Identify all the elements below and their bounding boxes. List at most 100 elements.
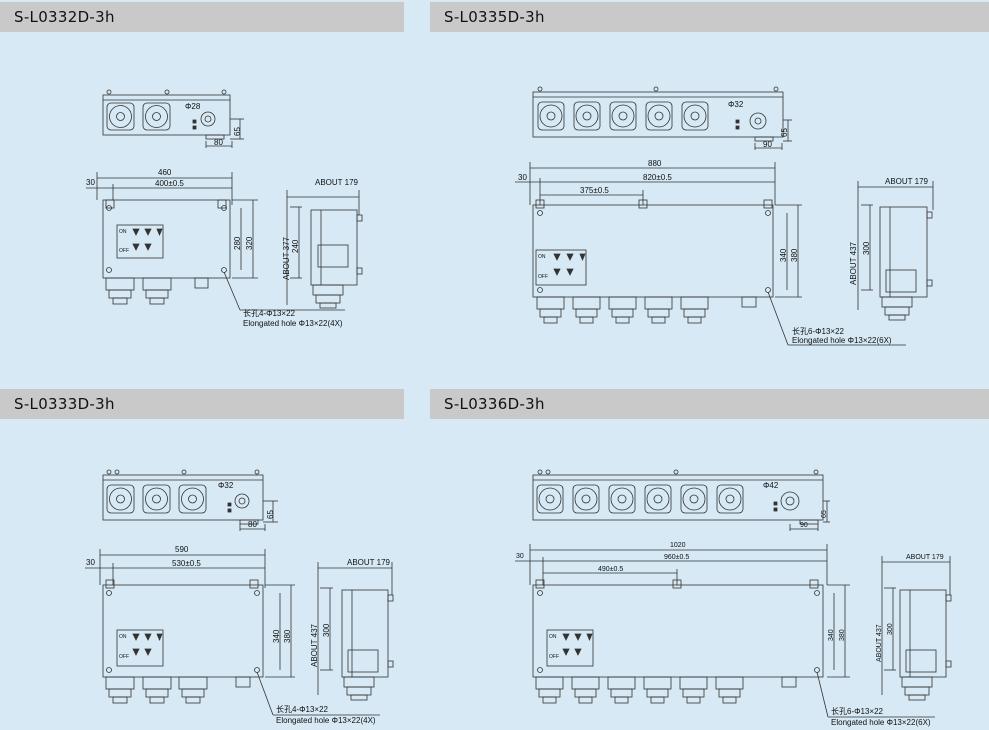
switch-off-label: OFF (549, 654, 559, 660)
hole-note-cn: 长孔6-Φ13×22 (792, 326, 845, 336)
hole-note-en: Elongated hole Φ13×22(6X) (831, 718, 931, 727)
dim-edge: 30 (518, 173, 527, 182)
dim-edge: 30 (86, 178, 95, 187)
dim-about-h: ABOUT 377 (282, 236, 291, 280)
socket-bottom-icon (178, 676, 208, 704)
socket-bottom-icon (571, 676, 600, 704)
socket-front-icon (142, 102, 171, 131)
switch-on-label: ON (119, 634, 127, 640)
dim-65: 65 (821, 510, 828, 518)
socket-front-icon (178, 484, 207, 514)
socket-bottom-icon (572, 296, 601, 324)
hole-note-cn: 长孔6-Φ13×22 (831, 706, 884, 716)
dim-side-h: 240 (291, 239, 300, 253)
socket-bottom-icon (536, 296, 565, 324)
dim-about-depth: ABOUT 179 (347, 558, 391, 567)
switch-on-label: ON (538, 254, 546, 260)
dim-mid-spacing: 490±0.5 (598, 566, 623, 573)
drawing-s-l0332d: Φ28 65 80 460 400±0.5 30 ON OFF 280 320 … (86, 89, 363, 328)
dim-about-depth: ABOUT 179 (885, 177, 929, 186)
dim-side-dia: Φ32 (218, 481, 234, 490)
dim-80: 80 (214, 138, 223, 147)
socket-bottom-icon (105, 676, 135, 704)
dim-outer-h: 320 (245, 236, 254, 250)
dim-hole-spacing: 820±0.5 (643, 173, 672, 182)
dim-about-h: ABOUT 437 (849, 241, 858, 285)
dim-overall: 460 (158, 168, 172, 177)
dim-edge: 30 (516, 553, 524, 560)
drawing-s-l0333d: Φ32 65 80 590 530±0.5 30 ON OFF 340 380 … (85, 469, 394, 725)
dim-65: 65 (233, 127, 242, 136)
drawing-s-l0335d: Φ32 65 90 880 820±0.5 375±0.5 30 ON OFF … (515, 86, 934, 346)
dim-90: 90 (800, 522, 808, 529)
panel-title-s-l0336d: S-L0336D-3h (430, 389, 989, 419)
switch-off-label: OFF (538, 274, 548, 280)
panel-title-s-l0332d: S-L0332D-3h (0, 2, 404, 32)
socket-bottom-icon (680, 296, 709, 324)
socket-bottom-icon (142, 277, 172, 305)
hole-note-en: Elongated hole Φ13×22(4X) (276, 716, 376, 725)
socket-front-icon (644, 484, 672, 514)
dim-side-h: 300 (322, 623, 331, 637)
dim-overall: 1020 (670, 542, 686, 549)
socket-bottom-icon (105, 277, 135, 305)
hole-note-cn: 长孔4-Φ13×22 (276, 704, 329, 714)
switch-off-label: OFF (119, 654, 129, 660)
dim-inner-h: 340 (828, 629, 835, 641)
socket-bottom-icon (142, 676, 172, 704)
dim-inner-h: 280 (233, 236, 242, 250)
drawing-s-l0336d: Φ42 65 90 1020 960±0.5 490±0.5 30 ON OFF… (515, 469, 952, 727)
socket-front-icon (106, 484, 135, 514)
dim-about-depth: ABOUT 179 (315, 178, 359, 187)
socket-bottom-icon (608, 296, 637, 324)
switch-off-label: OFF (119, 248, 129, 254)
dim-mid-spacing: 375±0.5 (580, 186, 609, 195)
dim-65: 65 (780, 128, 789, 137)
socket-front-icon (537, 101, 565, 131)
socket-front-icon (573, 101, 601, 131)
hole-note-en: Elongated hole Φ13×22(6X) (792, 336, 892, 345)
dim-side-dia: Φ32 (728, 100, 744, 109)
socket-bottom-icon (644, 296, 673, 324)
dim-about-depth: ABOUT 179 (906, 554, 944, 561)
dim-about-h: ABOUT 437 (310, 623, 319, 667)
socket-bottom-icon (607, 676, 636, 704)
dim-hole-spacing: 400±0.5 (155, 179, 184, 188)
socket-bottom-icon (679, 676, 708, 704)
switch-on-label: ON (549, 634, 557, 640)
dim-side-dia: Φ28 (185, 102, 201, 111)
dim-side-h: 300 (887, 623, 894, 635)
dim-65: 65 (266, 510, 275, 519)
socket-front-icon (645, 101, 673, 131)
socket-front-icon (142, 484, 171, 514)
dim-hole-spacing: 960±0.5 (664, 554, 689, 561)
socket-front-icon (716, 484, 744, 514)
dim-side-h: 300 (862, 241, 871, 255)
socket-front-icon (680, 484, 708, 514)
socket-front-icon (572, 484, 600, 514)
dim-inner-h: 340 (272, 629, 281, 643)
cable-gland-icon (749, 112, 767, 130)
dim-about-h: ABOUT 437 (876, 624, 883, 662)
dim-outer-h: 380 (283, 629, 292, 643)
panel-title-s-l0335d: S-L0335D-3h (430, 2, 989, 32)
dim-outer-h: 380 (790, 248, 799, 262)
panel-title-s-l0333d: S-L0333D-3h (0, 389, 404, 419)
cable-gland-icon (780, 491, 800, 511)
socket-bottom-icon (643, 676, 672, 704)
switch-panel: ON OFF (116, 224, 164, 259)
socket-bottom-icon (715, 676, 744, 704)
switch-on-label: ON (119, 229, 127, 235)
dim-outer-h: 380 (839, 629, 846, 641)
switch-panel: ON OFF (116, 629, 164, 667)
socket-front-icon (608, 484, 636, 514)
dim-side-dia: Φ42 (763, 481, 779, 490)
socket-front-icon (609, 101, 637, 131)
socket-front-icon (681, 101, 709, 131)
dim-overall: 880 (648, 159, 662, 168)
dim-overall: 590 (175, 545, 189, 554)
cable-gland-icon (200, 111, 216, 127)
dim-edge: 30 (86, 558, 95, 567)
hole-note-en: Elongated hole Φ13×22(4X) (243, 319, 343, 328)
cable-gland-icon (234, 493, 250, 509)
